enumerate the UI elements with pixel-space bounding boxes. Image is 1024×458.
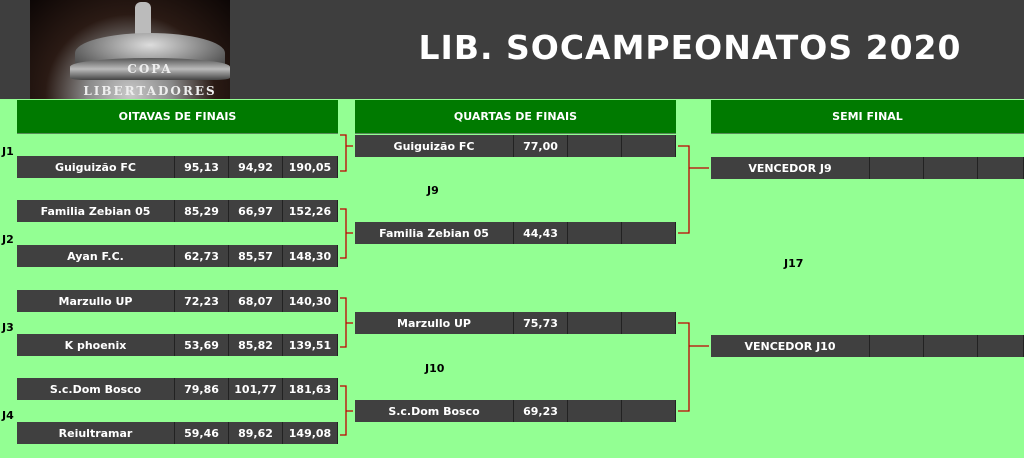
score-cell[interactable] <box>622 400 676 422</box>
team-name-cell[interactable]: Marzullo UP <box>17 290 175 312</box>
score-cell[interactable]: 190,05 <box>283 156 338 178</box>
bracket-connector <box>340 297 353 348</box>
score-cell[interactable]: 62,73 <box>175 245 229 267</box>
score-cell[interactable]: 68,07 <box>229 290 283 312</box>
score-cell[interactable]: 148,30 <box>283 245 338 267</box>
trophy-logo-image: COPA LIBERTADORES <box>30 0 230 99</box>
bracket-connector <box>340 208 353 259</box>
game-label: J1 <box>2 145 14 158</box>
score-cell[interactable] <box>924 157 978 179</box>
score-cell[interactable]: 181,63 <box>283 378 338 400</box>
score-cell[interactable]: 66,97 <box>229 200 283 222</box>
game-label: J2 <box>2 233 14 246</box>
header-quartas: QUARTAS DE FINAIS <box>355 100 676 134</box>
score-cell[interactable] <box>870 335 924 357</box>
score-cell[interactable]: 139,51 <box>283 334 338 356</box>
score-cell[interactable]: 44,43 <box>514 222 568 244</box>
bracket-connector <box>678 145 709 234</box>
team-name-cell[interactable]: K phoenix <box>17 334 175 356</box>
team-name-cell[interactable]: S.c.Dom Bosco <box>355 400 514 422</box>
score-cell[interactable]: 75,73 <box>514 312 568 334</box>
game-label: J3 <box>2 321 14 334</box>
score-cell[interactable] <box>924 335 978 357</box>
score-cell[interactable]: 95,13 <box>175 156 229 178</box>
bracket-connector <box>340 385 353 436</box>
team-name-cell[interactable]: VENCEDOR J10 <box>711 335 870 357</box>
game-label: J17 <box>784 257 804 270</box>
score-cell[interactable]: 72,23 <box>175 290 229 312</box>
team-name-cell[interactable]: Guiguizão FC <box>17 156 175 178</box>
score-cell[interactable]: 85,57 <box>229 245 283 267</box>
page-title: LIB. SOCAMPEONATOS 2020 <box>418 28 962 67</box>
team-name-cell[interactable]: S.c.Dom Bosco <box>17 378 175 400</box>
header-oitavas: OITAVAS DE FINAIS <box>17 100 338 134</box>
bracket-connector <box>678 322 709 412</box>
score-cell[interactable] <box>568 312 622 334</box>
game-label: J4 <box>2 409 14 422</box>
team-name-cell[interactable]: Marzullo UP <box>355 312 514 334</box>
score-cell[interactable] <box>568 400 622 422</box>
team-name-cell[interactable]: Familia Zebian 05 <box>355 222 514 244</box>
score-cell[interactable] <box>568 135 622 157</box>
score-cell[interactable] <box>622 135 676 157</box>
header-semi: SEMI FINAL <box>711 100 1024 134</box>
score-cell[interactable]: 85,29 <box>175 200 229 222</box>
score-cell[interactable]: 59,46 <box>175 422 229 444</box>
score-cell[interactable] <box>870 157 924 179</box>
score-cell[interactable]: 89,62 <box>229 422 283 444</box>
score-cell[interactable]: 53,69 <box>175 334 229 356</box>
score-cell[interactable] <box>568 222 622 244</box>
score-cell[interactable]: 101,77 <box>229 378 283 400</box>
score-cell[interactable]: 79,86 <box>175 378 229 400</box>
score-cell[interactable]: 140,30 <box>283 290 338 312</box>
game-label: J10 <box>425 362 445 375</box>
score-cell[interactable]: 94,92 <box>229 156 283 178</box>
score-cell[interactable] <box>622 222 676 244</box>
team-name-cell[interactable]: Ayan F.C. <box>17 245 175 267</box>
score-cell[interactable]: 77,00 <box>514 135 568 157</box>
score-cell[interactable]: 149,08 <box>283 422 338 444</box>
team-name-cell[interactable]: Guiguizão FC <box>355 135 514 157</box>
team-name-cell[interactable]: VENCEDOR J9 <box>711 157 870 179</box>
score-cell[interactable]: 152,26 <box>283 200 338 222</box>
team-name-cell[interactable]: Reiultramar <box>17 422 175 444</box>
score-cell[interactable]: 85,82 <box>229 334 283 356</box>
bracket-connector <box>340 134 353 172</box>
team-name-cell[interactable]: Familia Zebian 05 <box>17 200 175 222</box>
score-cell[interactable]: 69,23 <box>514 400 568 422</box>
score-cell[interactable] <box>622 312 676 334</box>
game-label: J9 <box>427 184 439 197</box>
